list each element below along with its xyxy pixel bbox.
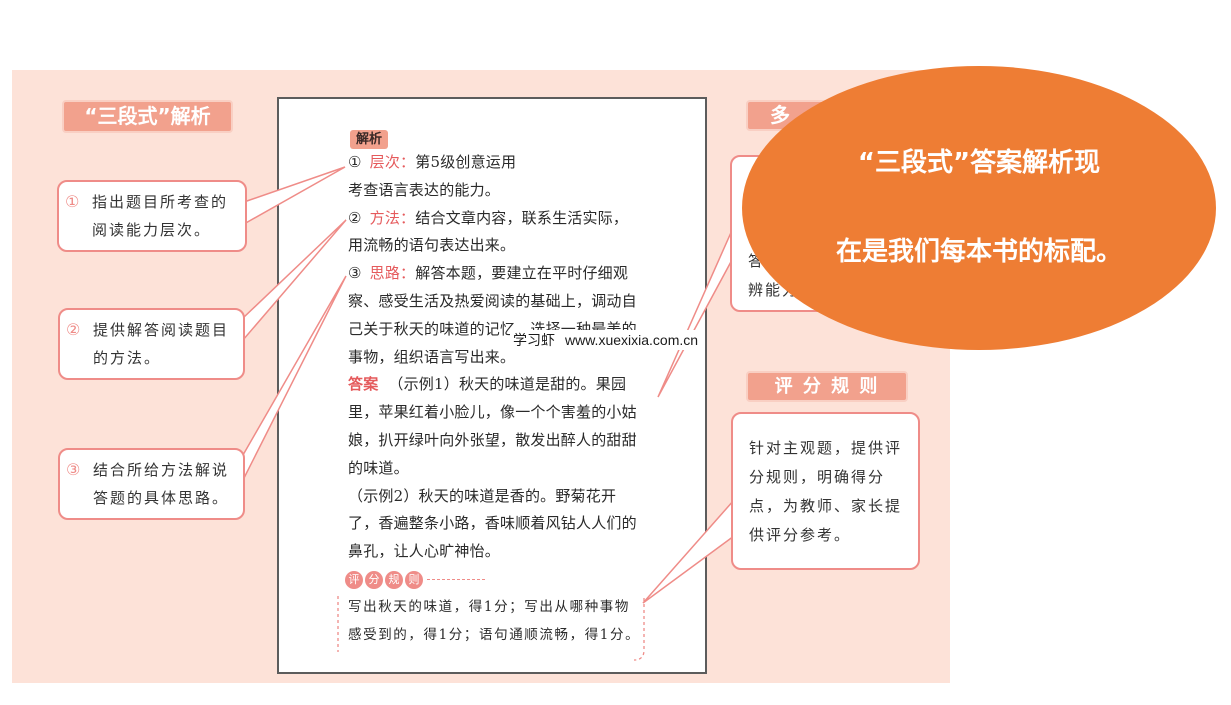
answer-line: 答案 （示例1）秋天的味道是甜的。果园 (348, 371, 648, 399)
watermark: 学习虾 www.xuexixia.com.cn (510, 330, 702, 350)
analysis-key: 思路： (369, 264, 416, 283)
callout-text-line: 的方法。 (93, 349, 162, 367)
three-part-analysis-title: “三段式”解析 (62, 100, 233, 133)
callout-text-line: 分规则，明确得分 (749, 468, 886, 486)
callout-number: ③ (66, 460, 81, 479)
watermark-brand: 学习虾 (513, 332, 555, 348)
analysis-text: 解答本题，要建立在平时仔细观 (415, 264, 629, 283)
answer-line: 娘，扒开绿叶向外张望，散发出醉人的甜甜 (348, 430, 637, 449)
analysis-number: ① (348, 153, 362, 171)
callout-ability-level: ① 指出题目所考查的 阅读能力层次。 (57, 180, 247, 252)
answer-line: 鼻孔，让人心旷神怡。 (348, 542, 501, 561)
callout-text-line: 结合所给方法解说 (93, 461, 230, 479)
scoring-line: 写出秋天的味道，得1分；写出从哪种事物 (348, 598, 630, 615)
answer-line: 里，苹果红着小脸儿，像一个个害羞的小姑 (348, 403, 637, 422)
callout-text-line: 提供解答阅读题目 (93, 321, 230, 339)
analysis-line: 考查语言表达的能力。 (348, 180, 501, 199)
callout-text-line: 答题的具体思路。 (93, 489, 230, 507)
analysis-line: 用流畅的语句表达出来。 (348, 236, 516, 255)
callout-method: ② 提供解答阅读题目 的方法。 (58, 308, 245, 380)
callout-number: ② (66, 320, 81, 339)
analysis-text: 第5级创意运用 (415, 153, 517, 171)
callout-text-line: 点，为教师、家长提 (749, 497, 903, 515)
callout-number: ① (65, 192, 80, 211)
scoring-line: 感受到的，得1分；语句通顺流畅，得1分。 (348, 626, 641, 643)
analysis-line: 事物，组织语言写出来。 (348, 347, 516, 366)
analysis-line: 察、感受生活及热爱阅读的基础上，调动自 (348, 291, 637, 310)
callout-scoring-rules: 针对主观题，提供评 分规则，明确得分 点，为教师、家长提 供评分参考。 (731, 412, 920, 570)
scoring-badge-char: 分 (365, 570, 383, 589)
promo-text-line: “三段式”答案解析现 (857, 148, 1101, 178)
scoring-badge-char: 规 (385, 570, 403, 589)
callout-text-line: 指出题目所考查的 (92, 193, 229, 211)
scoring-badge-char: 评 (345, 570, 363, 589)
callout-text-line: 供评分参考。 (749, 526, 852, 544)
analysis-line: ① 层次：第5级创意运用 (348, 149, 648, 177)
dashed-divider (427, 579, 485, 581)
analysis-label: 解析 (350, 130, 388, 149)
answer-line: 的味道。 (348, 458, 409, 477)
scoring-rules-badge: 评 分 规 则 (345, 566, 648, 594)
analysis-key: 方法： (369, 208, 416, 227)
analysis-line: ② 方法：结合文章内容，联系生活实际， (348, 205, 648, 233)
analysis-number: ② (348, 208, 362, 227)
callout-approach: ③ 结合所给方法解说 答题的具体思路。 (58, 448, 245, 520)
promo-ellipse: “三段式”答案解析现 在是我们每本书的标配。 (742, 66, 1216, 350)
analysis-content: ① 层次：第5级创意运用 考查语言表达的能力。 ② 方法：结合文章内容，联系生活实际… (345, 149, 648, 649)
answer-line: （示例2）秋天的味道是香的。野菊花开 (348, 486, 617, 505)
answer-line: 了，香遍整条小路，香味顺着风钻人人们的 (348, 514, 637, 533)
callout-text-line: 阅读能力层次。 (92, 221, 212, 239)
watermark-url: www.xuexixia.com.cn (565, 332, 699, 348)
scoring-badge-char: 则 (405, 570, 423, 589)
promo-text-line: 在是我们每本书的标配。 (835, 237, 1122, 267)
analysis-key: 层次： (369, 153, 416, 171)
callout-text-line: 针对主观题，提供评 (749, 439, 903, 457)
analysis-line: ③ 思路：解答本题，要建立在平时仔细观 (348, 260, 648, 288)
analysis-number: ③ (348, 264, 362, 283)
answer-text: （示例1）秋天的味道是甜的。果园 (388, 375, 627, 394)
analysis-text: 结合文章内容，联系生活实际， (415, 208, 629, 227)
scoring-rules-title: 评 分 规 则 (746, 371, 908, 402)
answer-label: 答案 (348, 375, 379, 394)
